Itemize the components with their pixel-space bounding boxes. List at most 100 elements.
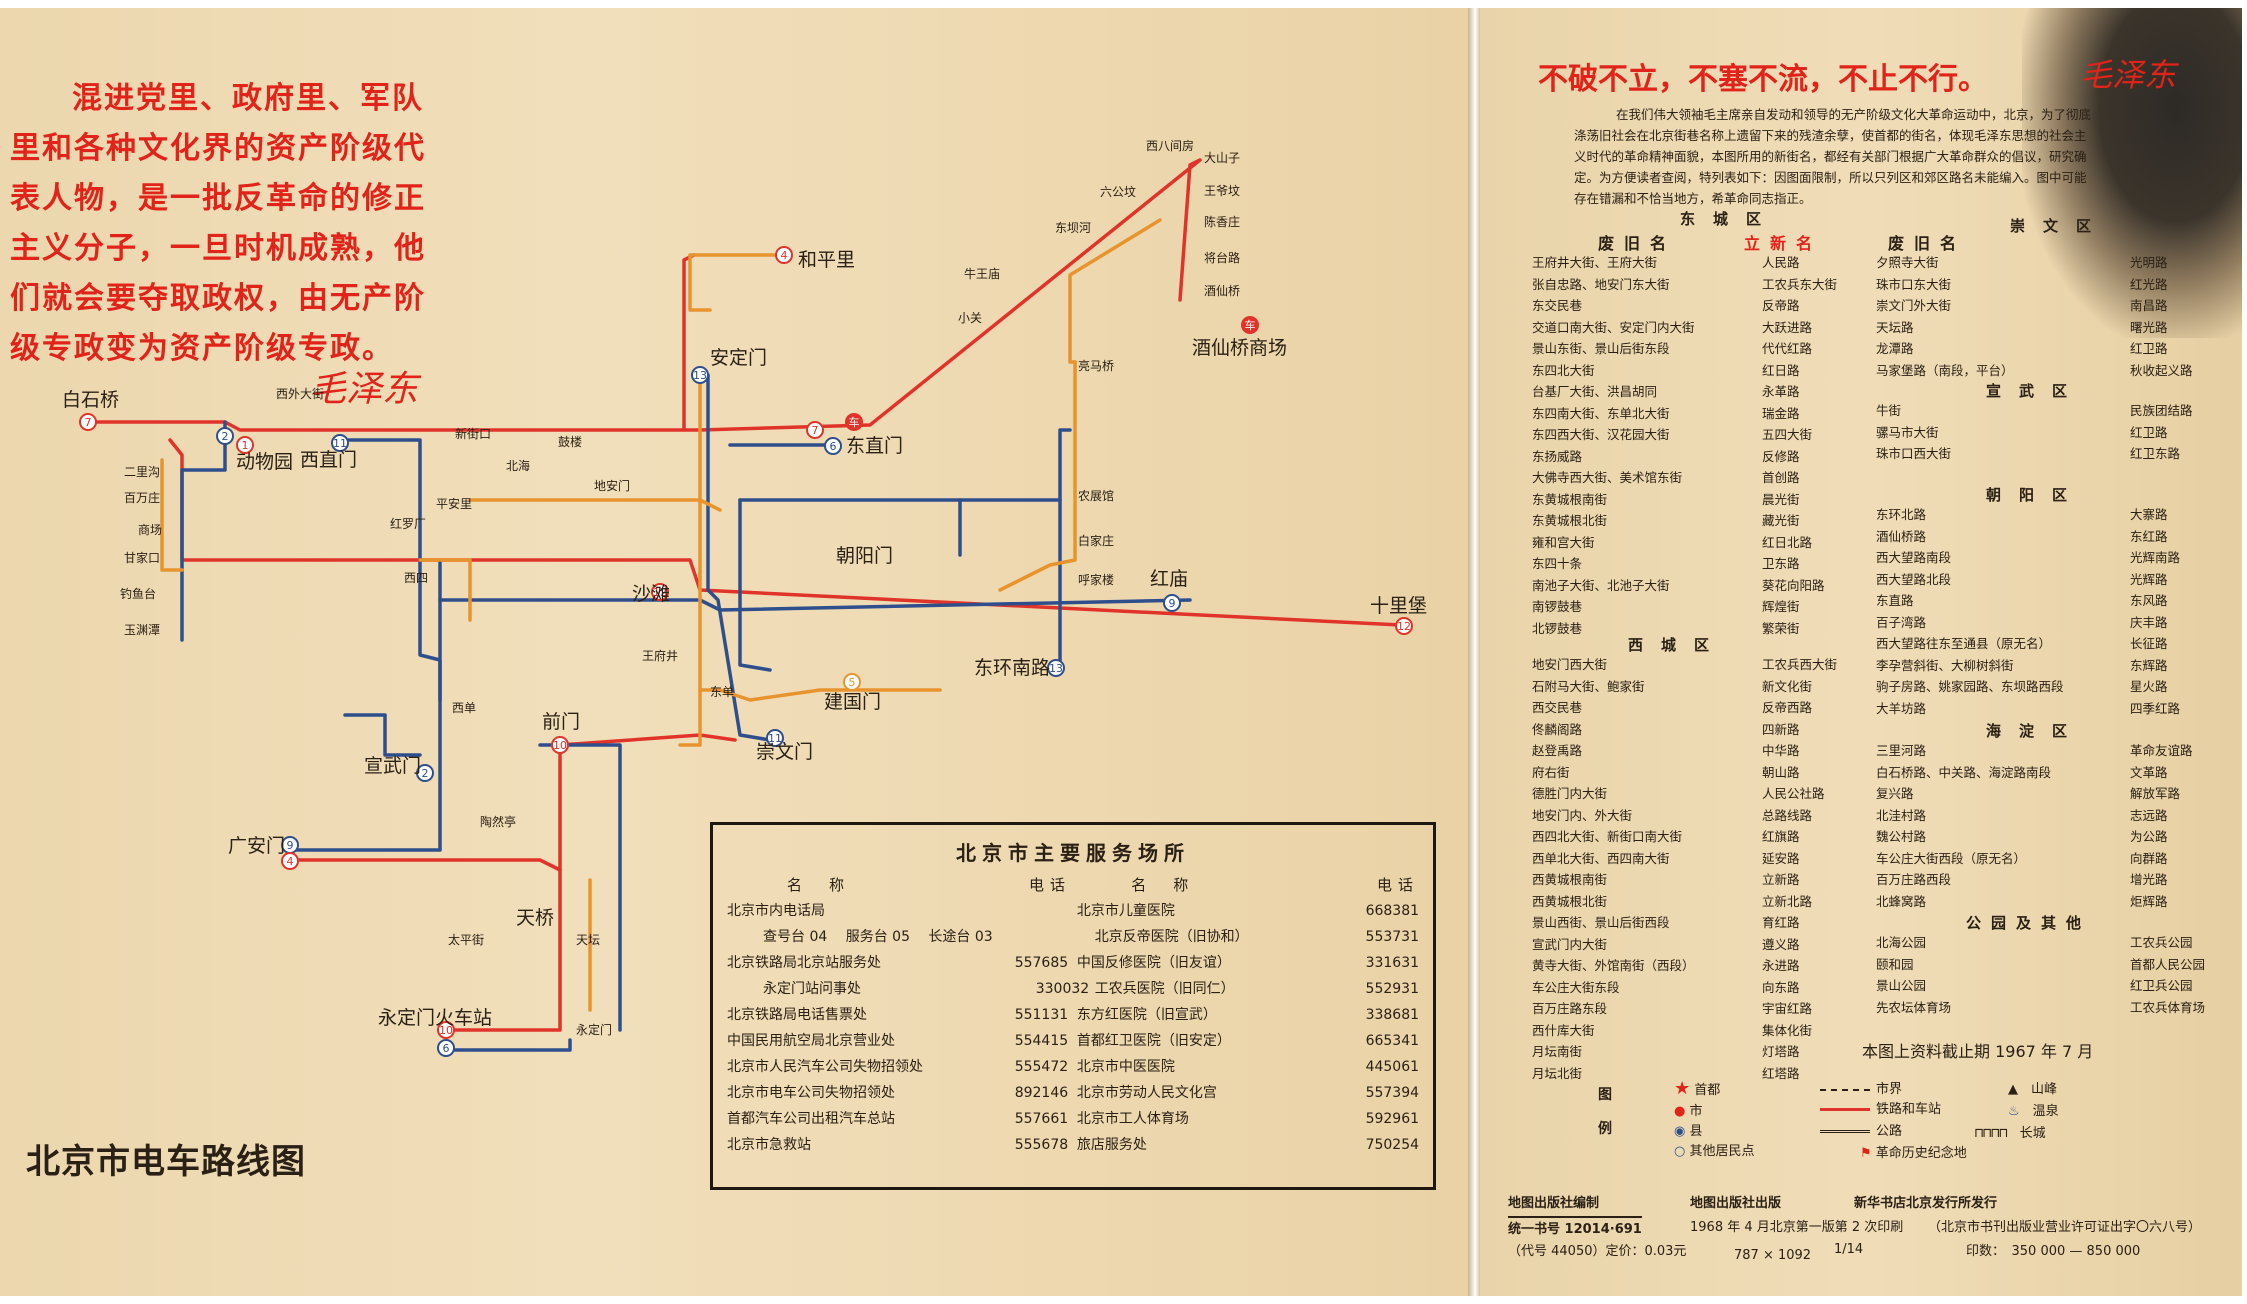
street-name-item: 西黄城根北街 [1532, 893, 1608, 909]
street-name-item: 东辉路 [2130, 657, 2168, 673]
station-label: 鼓楼 [558, 434, 582, 449]
street-name-item: 红光路 [2130, 276, 2168, 292]
station-label: 陶然亭 [480, 814, 516, 829]
route-line-orange-5 [998, 360, 1077, 592]
street-name-item: 炬辉路 [2130, 893, 2168, 909]
service-phone: 892146 [1014, 1085, 1069, 1101]
ink-stain [2022, 8, 2242, 338]
station-label: 天坛 [576, 933, 600, 947]
station-label: 小关 [958, 311, 982, 325]
route-line-blue-3 [288, 558, 442, 852]
station-label: 西单 [452, 701, 476, 715]
street-name-item: 西大望路北段 [1876, 571, 1952, 587]
svg-text:1: 1 [242, 439, 249, 452]
street-name-item: 大跃进路 [1762, 319, 1813, 335]
street-name-item: 大羊坊路 [1876, 700, 1927, 716]
county-ring-icon: ◉ [1674, 1124, 1686, 1139]
street-name-item: 北海公园 [1876, 935, 1927, 950]
station-label: 红庙 [1150, 568, 1188, 590]
route-line-blue-5 [706, 373, 772, 742]
street-name-item: 五四大街 [1762, 427, 1813, 442]
station-label: 甘家口 [124, 550, 160, 565]
street-name-item: 永革路 [1762, 384, 1800, 399]
street-name-item: 反帝路 [1762, 298, 1800, 313]
station-label: 农展馆 [1078, 488, 1114, 503]
street-name-item: 台基厂大街、洪昌胡同 [1532, 384, 1658, 399]
legend-county: ◉ 县 [1674, 1124, 1703, 1139]
legend-rail: 铁路和车站 [1820, 1098, 1941, 1117]
legend-other-place: ○ 其他居民点 [1674, 1144, 1755, 1159]
street-name-item: 宇宙红路 [1762, 1001, 1813, 1016]
street-name-item: 西大望路南段 [1876, 550, 1952, 565]
old-name-list: 牛街骡马市大街珠市口西大街 [1876, 400, 1951, 465]
street-name-item: 红日路 [1762, 362, 1800, 378]
services-title: 北京市主要服务场所 [956, 841, 1190, 865]
service-phone: 557394 [1365, 1085, 1420, 1101]
svg-text:2: 2 [222, 430, 229, 443]
street-name-item: 解放军路 [2130, 786, 2181, 801]
street-name-item: 东黄城根北街 [1532, 513, 1608, 528]
route-line-blue-10 [343, 713, 422, 757]
imprint-license: （北京市书刊出版业营业许可证出字〇六八号） [1928, 1220, 2202, 1235]
col-header-name: 名 称 [787, 876, 851, 894]
service-phone: 551131 [1014, 1007, 1069, 1023]
street-name-item: 景山东街、景山后街东段 [1532, 341, 1670, 356]
col-header-phone: 电话 [1376, 876, 1419, 894]
street-name-item: 地安门内、外大街 [1532, 807, 1633, 823]
street-name-item: 北蜂窝路 [1876, 893, 1927, 909]
old-name-list: 北海公园颐和园景山公园先农坛体育场 [1876, 932, 1951, 1018]
station-label: 十里堡 [1370, 595, 1427, 617]
district-heading: 崇文区 [2010, 217, 2110, 235]
service-phone: 750254 [1365, 1137, 1420, 1153]
tram-route-map: 7 2 1 11 4 13 7 6 车 车 9 12 12 13 5 11 10… [62, 138, 1427, 1057]
street-name-item: 酒仙桥路 [1876, 528, 1927, 544]
street-name-item: 地安门西大街 [1532, 657, 1608, 672]
service-phone: 555472 [1014, 1059, 1069, 1075]
street-name-item: 大寨路 [2130, 507, 2168, 522]
street-name-item: 南昌路 [2130, 298, 2168, 313]
station-label: 商场 [138, 522, 162, 537]
route-line-blue [180, 420, 227, 642]
service-name: 北京铁路局电话售票处 [727, 1007, 867, 1023]
street-name-item: 西交民巷 [1532, 700, 1583, 715]
street-name-item: 东风路 [2130, 593, 2168, 608]
svg-text:6: 6 [830, 440, 837, 453]
legend-city: ● 市 [1674, 1104, 1703, 1119]
street-name-item: 车公庄大街西段（原无名） [1876, 850, 2027, 866]
route-marker: 7 [806, 421, 824, 439]
service-phone: 557685 [1014, 955, 1069, 971]
route-marker: 10 [437, 1021, 455, 1039]
service-name: 首都红卫医院（旧安定） [1076, 1033, 1231, 1049]
city-dot-icon: ● [1674, 1104, 1686, 1119]
route-line-orange [688, 253, 784, 312]
route-line-orange-4 [678, 378, 702, 747]
street-name-item: 西大望路往东至通县（原无名） [1876, 636, 2052, 651]
street-name-item: 府右街 [1532, 764, 1570, 780]
station-label: 东单 [710, 685, 734, 699]
legend-capital: ★ 首都 [1674, 1078, 1721, 1099]
route-line-orange-7 [698, 688, 942, 702]
route-line-red-5 [288, 858, 562, 872]
station-label: 东环南路 [974, 657, 1050, 679]
street-name-item: 牛街 [1876, 403, 1902, 418]
station-label: 平安里 [436, 496, 472, 511]
street-name-item: 东黄城根南街 [1532, 491, 1608, 507]
street-name-item: 曙光路 [2130, 319, 2168, 335]
fold-crease [1468, 8, 1480, 1296]
station-label: 亮马桥 [1078, 358, 1114, 373]
route-marker: 1 [236, 436, 254, 454]
slogan-line: 主义分子，一旦时机成熟，他 [10, 231, 426, 266]
route-marker: 13 [1047, 659, 1065, 677]
left-sheet [0, 8, 1468, 1296]
street-name-item: 百万庄路东段 [1532, 1001, 1608, 1016]
street-name-item: 骡马市大街 [1876, 424, 1939, 440]
district-heading: 宣武区 [1986, 382, 2086, 400]
spring-icon: ♨ [2008, 1104, 2020, 1119]
svg-text:6: 6 [443, 1042, 450, 1055]
service-name: 中国民用航空局北京营业处 [727, 1033, 895, 1049]
services-header: 名 称 电话 名 称 电话 [727, 872, 1419, 898]
route-line-orange-3 [468, 498, 722, 512]
